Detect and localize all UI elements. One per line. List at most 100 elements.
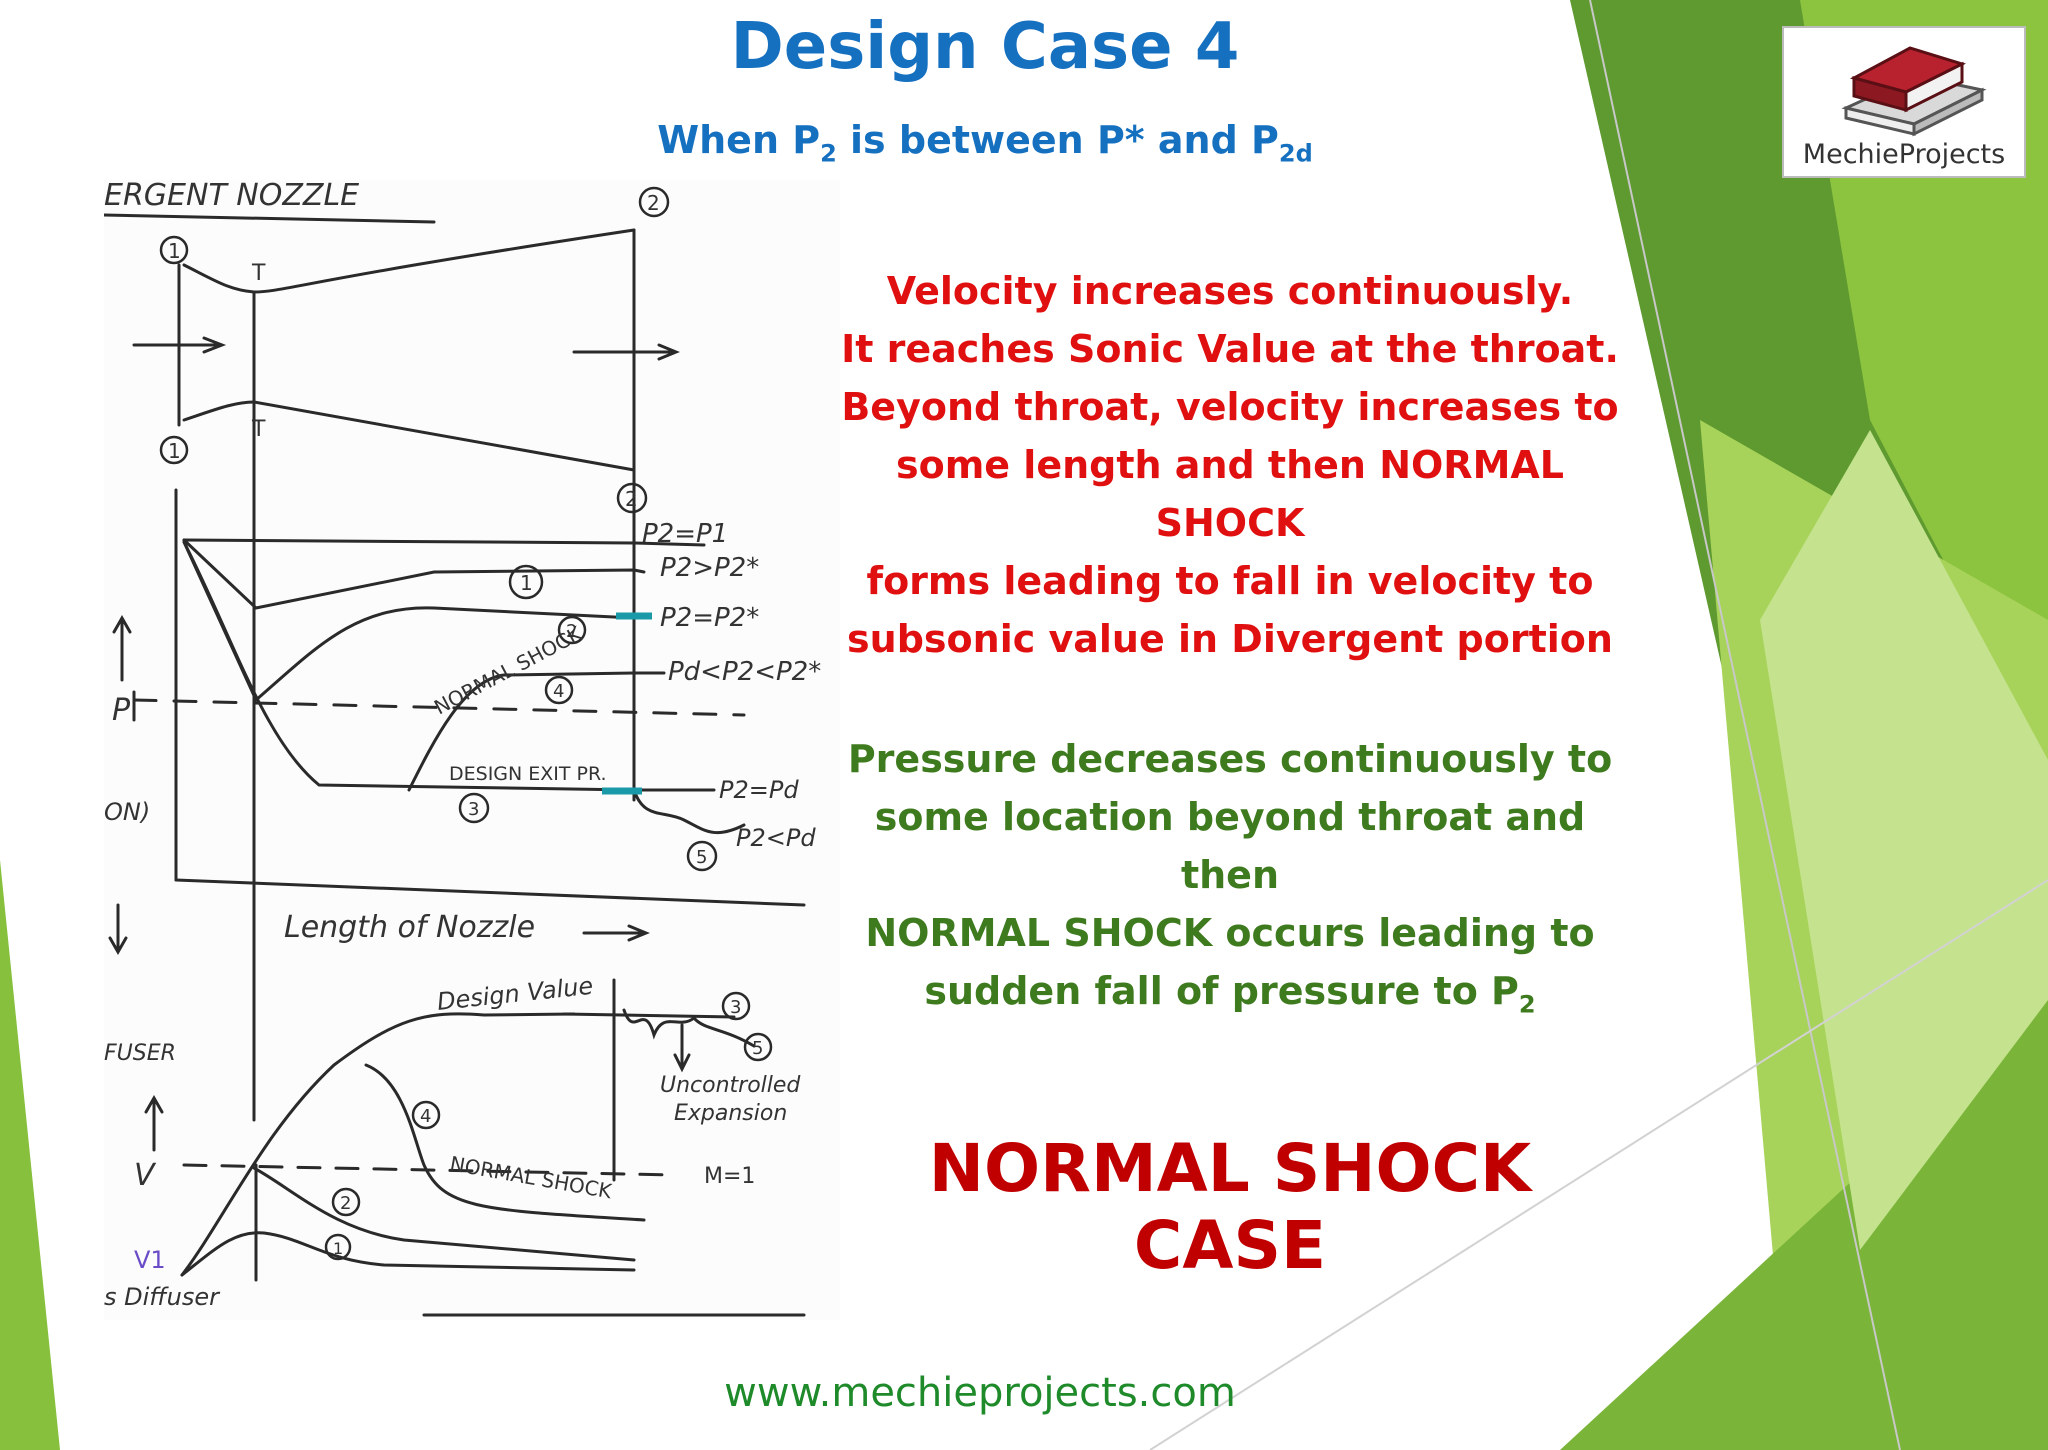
pressure-curve-5 <box>632 788 746 835</box>
curve-4-circle <box>544 675 574 705</box>
pressure-curve-p2-eq-p1 <box>182 538 706 547</box>
pressure-line-last: sudden fall of pressure to P2 <box>830 962 1630 1034</box>
nozzle-heading: ERGENT NOZZLE <box>104 180 359 213</box>
bg-shape-left <box>0 860 60 1450</box>
design-exit-label: DESIGN EXIT PR. <box>449 763 607 785</box>
v-curve-1-circle <box>324 1233 352 1261</box>
curve-number-4: 4 <box>553 681 564 702</box>
v-curve-3-circle <box>721 991 751 1021</box>
bg-shape-pale-right <box>1760 430 2048 1250</box>
nozzle-point-1-bottom: 1 <box>168 439 181 463</box>
flow-arrow-right-head <box>657 343 680 361</box>
curve-number-5: 5 <box>696 847 707 868</box>
subtitle-mid: is between P* and P <box>836 118 1279 162</box>
velocity-left-fragment-bottom: s Diffuser <box>104 1283 221 1311</box>
nozzle-point-1-top: 1 <box>168 239 181 263</box>
critical-pressure-dashed <box>132 698 746 717</box>
subtitle-sub1: 2 <box>820 139 837 168</box>
curve-number-3: 3 <box>468 799 479 820</box>
pressure-curve-1 <box>182 538 646 610</box>
nozzle-point-2-bottom: 2 <box>625 487 638 511</box>
velocity-line: subsonic value in Divergent portion <box>847 617 1613 661</box>
v-curve-number-1: 1 <box>333 1239 343 1258</box>
v-curve-number-5: 5 <box>752 1038 763 1059</box>
uncontrolled-arrow-head <box>673 1053 691 1073</box>
pressure-label-2: P2=P2* <box>660 603 759 633</box>
curve-3-circle <box>458 792 490 824</box>
velocity-inlet-label: V1 <box>134 1246 166 1274</box>
nozzle-point-1-bottom-circle <box>159 435 189 465</box>
pressure-x-label: Length of Nozzle <box>284 910 535 945</box>
nozzle-point-2-top: 2 <box>647 191 660 215</box>
velocity-line: some length and then NORMAL SHOCK <box>895 443 1565 545</box>
logo-text: MechieProjects <box>1802 139 2006 170</box>
case-label: NORMAL SHOCK CASE <box>928 1130 1532 1284</box>
nozzle-point-2-top-circle <box>638 186 670 218</box>
velocity-expansion: Expansion <box>674 1101 787 1126</box>
pressure-line: Pressure decreases continuously to <box>847 737 1613 781</box>
velocity-curve-3-exit <box>562 1012 736 1019</box>
velocity-line: Velocity increases continuously. <box>886 269 1574 313</box>
curve-1-circle <box>508 564 544 600</box>
pressure-arrow-up-head <box>112 614 132 634</box>
mach-one-dashed <box>182 1163 676 1177</box>
velocity-design-value: Design Value <box>436 972 595 1016</box>
velocity-curve-3 <box>180 1012 576 1277</box>
velocity-curve-4 <box>364 1063 646 1222</box>
v-curve-number-3: 3 <box>730 997 741 1018</box>
subtitle-prefix: When P <box>657 118 821 162</box>
v-curve-4-circle <box>411 1100 441 1130</box>
bg-line-2 <box>1149 879 2048 1450</box>
pressure-label-4: P2=Pd <box>719 776 799 804</box>
velocity-y-label: V <box>134 1158 157 1193</box>
pressure-label-3: Pd<P2<P2* <box>668 657 821 687</box>
curve-number-2: 2 <box>566 621 577 642</box>
pressure-label-1: P2>P2* <box>660 553 759 583</box>
pressure-normal-shock: NORMAL SHOCK <box>430 621 586 719</box>
velocity-curve-5 <box>622 1008 756 1048</box>
velocity-normal-shock: NORMAL SHOCK <box>448 1151 614 1203</box>
nozzle-heading-underline <box>104 213 436 224</box>
slide-title: Design Case 4 <box>730 10 1240 84</box>
velocity-left-fragment-top: FUSER <box>104 1041 176 1066</box>
v-curve-number-4: 4 <box>420 1106 431 1127</box>
pressure-x-axis <box>174 878 806 907</box>
nozzle-point-1-top-circle <box>159 235 189 265</box>
nozzle-top-wall <box>182 228 636 294</box>
pressure-line: some location beyond throat and then <box>874 795 1586 897</box>
bg-shape-light-right <box>1800 0 2048 760</box>
nozzle-sketch: ERGENT NOZZLE 1 1 2 2 T T P2=P1 P2>P2* P… <box>104 180 840 1320</box>
pressure-description: Pressure decreases continuously to some … <box>830 730 1630 1034</box>
curve-2-circle <box>557 615 587 645</box>
bg-line-1 <box>1589 0 1901 1450</box>
flow-arrow-left-head <box>202 336 227 354</box>
velocity-uncontrolled: Uncontrolled <box>660 1073 801 1098</box>
curve-number-1: 1 <box>520 571 533 595</box>
v-curve-number-2: 2 <box>340 1193 351 1214</box>
x-label-arrow-head <box>627 924 650 942</box>
books-icon <box>1841 46 1987 137</box>
velocity-description: Velocity increases continuously. It reac… <box>830 262 1630 668</box>
velocity-line: forms leading to fall in velocity to <box>866 559 1594 603</box>
pressure-last-prefix: sudden fall of pressure to P <box>924 969 1519 1013</box>
pressure-line: NORMAL SHOCK occurs leading to <box>865 911 1595 955</box>
slide-subtitle: When P2 is between P* and P2d <box>560 118 1410 168</box>
website-link[interactable]: www.mechieprojects.com <box>724 1370 1236 1416</box>
throat-mark-top: T <box>251 261 266 286</box>
pressure-curve-2 <box>182 540 636 703</box>
pressure-label-0: P2=P1 <box>642 519 728 549</box>
nozzle-point-2-bottom-circle <box>616 482 648 514</box>
nozzle-bottom-wall <box>182 400 636 472</box>
mechieprojects-logo[interactable]: MechieProjects <box>1782 26 2026 178</box>
velocity-arrow-up-head <box>144 1094 164 1114</box>
velocity-curve-1 <box>180 1231 636 1277</box>
pressure-curve-4 <box>407 671 666 792</box>
v-curve-5-circle <box>743 1032 773 1062</box>
v-curve-2-circle <box>331 1187 361 1217</box>
pressure-left-fragment: ON) <box>104 798 150 826</box>
subtitle-sub2: 2d <box>1278 139 1313 168</box>
curve-5-circle <box>686 840 718 872</box>
pressure-label-5: P2<Pd <box>736 824 816 852</box>
pressure-arrow-down-head <box>108 936 128 956</box>
